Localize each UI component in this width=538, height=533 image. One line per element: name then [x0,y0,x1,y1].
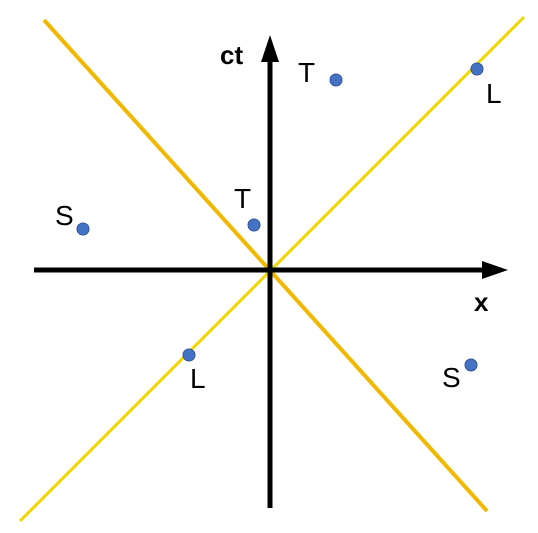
x-axis [34,261,508,279]
ct-axis-label: ct [220,40,243,70]
event-point-s-right [464,358,478,372]
label-t-upper: T [298,57,315,88]
label-t-near: T [234,183,251,214]
ct-axis [261,35,279,508]
label-l-upper: L [486,78,502,109]
event-point-s-left [76,222,90,236]
light-line-negative-slope [42,18,489,513]
event-point-t-near [247,218,261,232]
event-point-t-upper [329,73,343,87]
label-s-left: S [55,200,74,231]
label-s-right: S [442,362,461,393]
ct-axis-arrowhead [261,35,279,62]
x-axis-arrowhead [482,261,508,279]
x-axis-label: x [474,287,489,317]
label-l-lower: L [190,363,206,394]
event-point-l-lower [182,348,196,362]
event-point-l-upper [470,62,484,76]
